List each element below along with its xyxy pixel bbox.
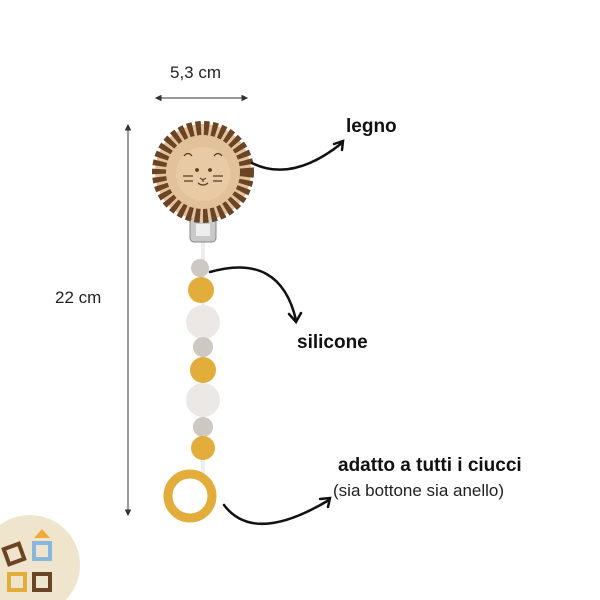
lion-wood-disc (152, 121, 254, 223)
silicone-label: silicone (297, 332, 368, 353)
height-dimension-line (124, 123, 132, 517)
wood-label: legno (346, 116, 397, 137)
blocks-logo (0, 515, 80, 600)
width-label: 5,3 cm (170, 63, 222, 82)
arrow-silicone (208, 266, 303, 325)
height-label: 22 cm (55, 288, 102, 307)
arrow-wood (250, 139, 345, 171)
fits-all-label: adatto a tutti i ciucci (338, 455, 522, 476)
fits-all-note: (sia bottone sia anello) (333, 481, 505, 500)
width-dimension-line (154, 94, 249, 102)
silicone-beads (163, 259, 220, 523)
metal-clip (189, 217, 217, 243)
arrow-ring (222, 496, 332, 525)
